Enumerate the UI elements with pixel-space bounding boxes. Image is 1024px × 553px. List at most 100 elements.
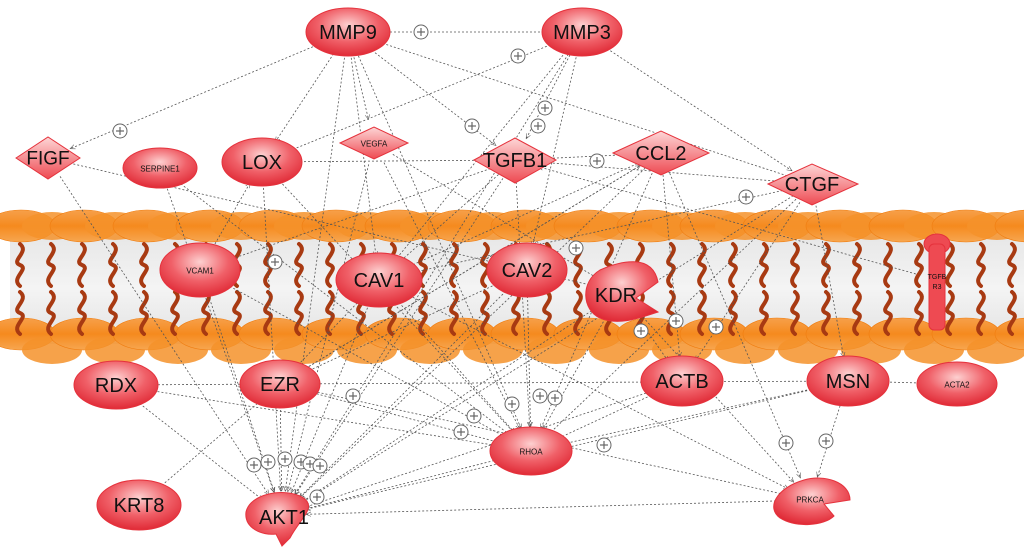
- lipid-tail: [852, 242, 862, 288]
- edge-vegfa-kdr: [392, 154, 600, 279]
- plus-icon: [668, 313, 684, 329]
- node-vcam1[interactable]: VCAM1: [159, 242, 241, 298]
- lipid-tail: [449, 242, 459, 288]
- node-mmp3[interactable]: MMP3: [541, 7, 623, 57]
- lipid-tail: [139, 242, 149, 288]
- edge-rdx-akt1: [133, 398, 263, 501]
- lipid-tail: [542, 290, 552, 336]
- lipid-tail: [325, 242, 335, 288]
- plus-icon: [464, 118, 480, 134]
- node-figf[interactable]: FIGF: [15, 136, 81, 180]
- edge-krt8-ezr: [155, 400, 262, 491]
- node-ccl2[interactable]: CCL2: [611, 130, 711, 176]
- node-tgfb1[interactable]: TGFB1: [472, 137, 558, 184]
- node-label: MSN: [826, 371, 870, 393]
- node-rhoa[interactable]: RHOA: [489, 426, 573, 476]
- edge-ezr-akt1: [280, 405, 281, 491]
- node-lox[interactable]: LOX: [221, 137, 303, 187]
- edge-mmp9-cav1: [350, 53, 376, 256]
- lipid-tail: [666, 290, 676, 336]
- edge-rhoa-akt1: [305, 456, 510, 509]
- lipid-tail: [759, 242, 769, 288]
- edge-msn-rhoa: [554, 385, 827, 446]
- edge-mmp9-rhoa: [356, 52, 522, 429]
- edge-ccl2-rhoa: [540, 173, 653, 429]
- node-cav1[interactable]: CAV1: [335, 252, 423, 308]
- lipid-tail: [976, 242, 986, 288]
- plus-icon: [568, 240, 584, 256]
- lipid-tail: [852, 290, 862, 336]
- plus-icon: [260, 454, 276, 470]
- plus-icon: [312, 458, 328, 474]
- lipid-tail: [1007, 242, 1017, 288]
- edge-lox-tgfb1: [283, 160, 491, 162]
- lipid-tail: [480, 290, 490, 336]
- node-krt8[interactable]: KRT8: [96, 479, 182, 531]
- lipid-head: [994, 209, 1024, 243]
- edge-mmp9-vegfa: [352, 53, 369, 119]
- node-rdx[interactable]: RDX: [73, 360, 159, 410]
- node-ctgf[interactable]: CTGF: [766, 163, 860, 206]
- edge-rdx-rhoa: [137, 388, 508, 447]
- node-mmp9[interactable]: MMP9: [305, 7, 391, 57]
- plus-icon: [589, 153, 605, 169]
- node-label: KRT8: [114, 495, 165, 517]
- lipid-tail: [15, 290, 25, 336]
- lipid-tail: [697, 290, 707, 336]
- node-vegfa[interactable]: VEGFA: [338, 126, 410, 160]
- lipid-tail: [759, 290, 769, 336]
- node-label: ACTB: [655, 371, 708, 393]
- edge-ctgf-rhoa: [548, 198, 797, 434]
- plus-icon: [277, 451, 293, 467]
- lipid-tail: [914, 242, 924, 288]
- node-label: EZR: [260, 374, 300, 396]
- edge-ezr-cav1: [294, 297, 362, 369]
- edge-vcam1-lox: [210, 183, 251, 252]
- lipid-tail: [914, 290, 924, 336]
- edge-actb-akt1: [305, 387, 662, 507]
- edge-lox-akt1: [262, 183, 280, 491]
- plus-icon: [633, 323, 649, 339]
- plus-icon: [547, 390, 563, 406]
- lipid-tail: [77, 242, 87, 288]
- plus-icon: [267, 254, 283, 270]
- plus-icon: [596, 437, 612, 453]
- plus-icon: [413, 24, 429, 40]
- node-label: MMP3: [553, 22, 611, 44]
- node-cav2[interactable]: CAV2: [486, 242, 568, 298]
- lipid-tail: [790, 242, 800, 288]
- node-label: MMP9: [319, 22, 377, 44]
- edge-tgfb1-rhoa: [515, 181, 529, 427]
- edge-actb-rhoa: [553, 389, 663, 442]
- plus-icon: [453, 424, 469, 440]
- node-kdr[interactable]: KDR: [585, 261, 660, 322]
- plus-icon: [738, 189, 754, 205]
- lipid-tail: [883, 290, 893, 336]
- node-acta2[interactable]: ACTA2: [916, 361, 998, 407]
- node-label: SERPINE1: [140, 165, 180, 174]
- lipid-tail: [201, 290, 211, 336]
- node-prkca[interactable]: PRKCA: [773, 477, 851, 525]
- node-label: ACTA2: [944, 381, 970, 390]
- plus-icon: [708, 319, 724, 335]
- lipid-tail: [666, 242, 676, 288]
- node-serpine1[interactable]: SERPINE1: [122, 147, 198, 189]
- lipid-tail: [263, 290, 273, 336]
- edge-cav1-rhoa: [393, 296, 515, 433]
- lipid-tail: [170, 290, 180, 336]
- activation-markers: [112, 24, 834, 505]
- node-label: FIGF: [26, 149, 69, 170]
- node-ezr[interactable]: EZR: [239, 359, 321, 409]
- node-label: LOX: [242, 152, 282, 174]
- plus-icon: [818, 433, 834, 449]
- node-label: CAV2: [502, 260, 553, 282]
- lipid-tail: [108, 290, 118, 336]
- node-actb[interactable]: ACTB: [640, 355, 724, 407]
- plus-icon: [778, 435, 794, 451]
- edge-vegfa-rhoa: [383, 162, 521, 430]
- lipid-tail: [573, 290, 583, 336]
- node-msn[interactable]: MSN: [806, 355, 890, 407]
- plus-icon: [309, 489, 325, 505]
- node-akt1[interactable]: AKT1: [245, 492, 309, 547]
